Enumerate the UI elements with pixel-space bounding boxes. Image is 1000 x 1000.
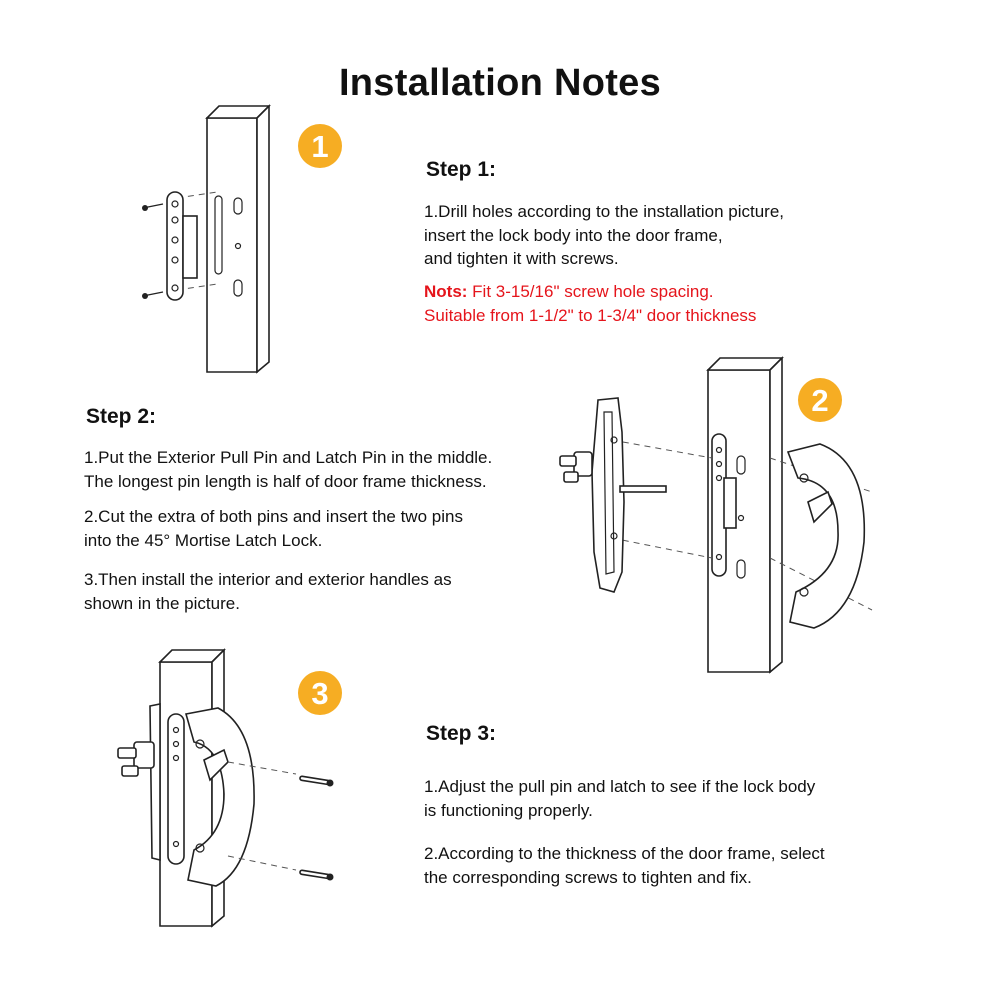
step3-diagram xyxy=(117,648,334,928)
step3-instructions: 1.Adjust the pull pin and latch to see i… xyxy=(424,775,825,889)
step2-p1-line-2: The longest pin length is half of door f… xyxy=(84,471,487,491)
step1-line-1: 1.Drill holes according to the installat… xyxy=(424,202,785,221)
step1-line-3: and tighten it with screws. xyxy=(424,249,619,268)
page-title: Installation Notes xyxy=(338,62,662,104)
step1-diagram xyxy=(142,104,271,374)
step3-p2-line-2: the corresponding screws to tighten and … xyxy=(424,867,752,887)
step2-heading: Step 2: xyxy=(86,405,157,428)
step2-p1-line-1: 1.Put the Exterior Pull Pin and Latch Pi… xyxy=(84,448,493,467)
step3-heading: Step 3: xyxy=(426,722,497,745)
step2-p3-line-2: shown in the picture. xyxy=(84,593,240,613)
step1-heading: Step 1: xyxy=(426,158,497,181)
step1-note-line-2: Suitable from 1-1/2" to 1-3/4" door thic… xyxy=(424,305,757,325)
note-label: Nots: xyxy=(424,282,468,301)
step1-note: Nots: Fit 3-15/16" screw hole spacing. S… xyxy=(424,280,756,327)
step2-instructions: 1.Put the Exterior Pull Pin and Latch Pi… xyxy=(84,446,492,615)
step1-number-badge: 1 xyxy=(298,124,342,168)
step1-instructions: 1.Drill holes according to the installat… xyxy=(424,200,784,271)
step2-p2-line-2: into the 45° Mortise Latch Lock. xyxy=(84,530,323,550)
step3-p1-line-2: is functioning properly. xyxy=(424,800,593,820)
step2-number-badge: 2 xyxy=(798,378,842,422)
step3-number-badge: 3 xyxy=(298,671,342,715)
step2-p2-line-1: 2.Cut the extra of both pins and insert … xyxy=(84,507,463,526)
step3-p1-line-1: 1.Adjust the pull pin and latch to see i… xyxy=(424,777,816,796)
step3-p2-line-1: 2.According to the thickness of the door… xyxy=(424,844,825,863)
note-text-1: Fit 3-15/16" screw hole spacing. xyxy=(467,282,714,301)
step1-line-2: insert the lock body into the door frame… xyxy=(424,225,723,245)
step2-p3-line-1: 3.Then install the interior and exterior… xyxy=(84,570,452,589)
step2-diagram xyxy=(559,356,873,674)
step1-note-line-1: Nots: Fit 3-15/16" screw hole spacing. xyxy=(424,280,756,304)
